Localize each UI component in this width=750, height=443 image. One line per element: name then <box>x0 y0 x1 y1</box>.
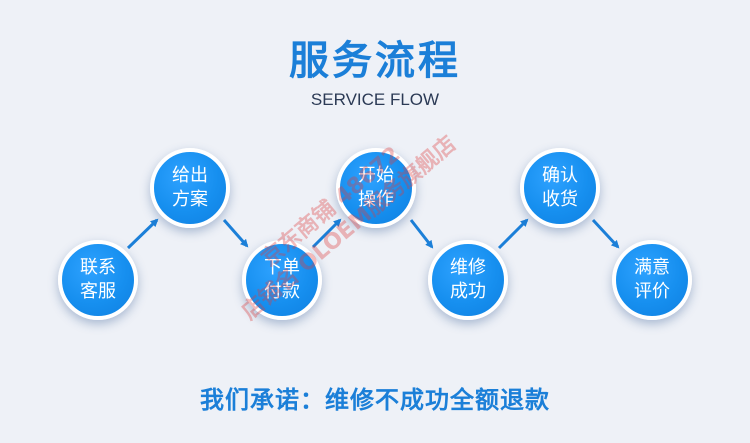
step-label-line2: 操作 <box>358 189 394 210</box>
page-subtitle: SERVICE FLOW <box>310 90 440 109</box>
arrow-3-to-4 <box>311 218 342 249</box>
promise-text: 我们承诺：维修不成功全额退款 <box>200 386 550 414</box>
step-satisfied-review: 满意 评价 <box>612 240 692 320</box>
step-label-line1: 下单 <box>264 257 300 278</box>
step-label-line2: 付款 <box>264 281 300 302</box>
page-title: 服务流程 <box>289 38 461 84</box>
step-give-plan: 给出 方案 <box>150 148 230 228</box>
step-label-line1: 确认 <box>542 165 578 186</box>
step-label-line2: 客服 <box>80 281 116 302</box>
step-confirm-receipt: 确认 收货 <box>520 148 600 228</box>
step-label-line2: 评价 <box>634 281 670 302</box>
step-label-line2: 收货 <box>542 189 578 210</box>
arrow-6-to-7 <box>591 218 620 249</box>
step-start-operation: 开始 操作 <box>336 148 416 228</box>
step-contact-service: 联系 客服 <box>58 240 138 320</box>
arrow-2-to-3 <box>222 219 249 248</box>
step-label-line2: 方案 <box>172 189 208 210</box>
arrow-5-to-6 <box>497 218 529 250</box>
arrow-4-to-5 <box>409 219 434 249</box>
step-label-line1: 给出 <box>172 165 208 186</box>
step-repair-success: 维修 成功 <box>428 240 508 320</box>
step-label-line1: 联系 <box>80 257 116 278</box>
step-label-line1: 维修 <box>450 257 486 278</box>
step-label-line1: 开始 <box>358 165 394 186</box>
step-place-order-pay: 下单 付款 <box>242 240 322 320</box>
arrow-1-to-2 <box>126 218 159 250</box>
step-label-line1: 满意 <box>634 257 670 278</box>
step-label-line2: 成功 <box>450 281 486 302</box>
